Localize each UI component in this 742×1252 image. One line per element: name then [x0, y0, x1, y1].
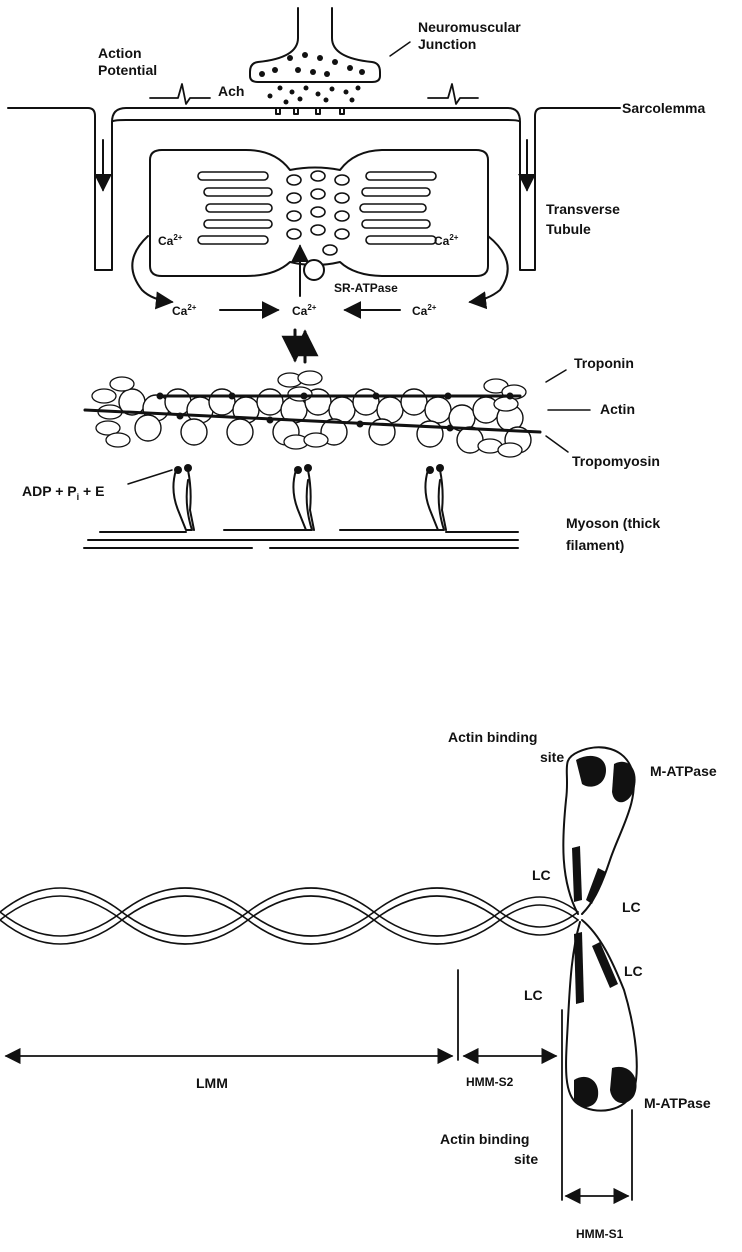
lc-left-bottom-label: LC — [524, 987, 543, 1003]
tropomyosin-label: Tropomyosin — [572, 453, 660, 469]
sr-atpase-label: SR-ATPase — [334, 281, 398, 295]
sarcoplasmic-reticulum — [132, 150, 507, 310]
myosin-head-lower — [566, 920, 637, 1111]
ca-right-label: Ca2+ — [434, 233, 459, 248]
hmm-s2-label: HMM-S2 — [466, 1075, 514, 1089]
m-atpase-top-label: M-ATPase — [650, 763, 717, 779]
lc-left-top-label: LC — [532, 867, 551, 883]
lmm-label: LMM — [196, 1075, 228, 1091]
actin-binding-site-top-label: Actin binding site — [448, 729, 564, 765]
myosin-tail — [0, 888, 578, 944]
actin-label: Actin — [600, 401, 635, 417]
action-potential-wave-left — [150, 84, 210, 104]
sr-atpase-pump — [304, 260, 324, 280]
m-atpase-bottom-label: M-ATPase — [644, 1095, 711, 1111]
myosin-head-2 — [293, 464, 314, 530]
actin-binding-site-bottom-label: Actin binding site — [440, 1131, 538, 1167]
thin-filament — [85, 371, 540, 457]
ec-coupling-diagram: Neuromuscular Junction Action Potential … — [8, 8, 705, 553]
myosin-head-1 — [173, 464, 194, 530]
myosin-thick-filament-label: Myoson (thick filament) — [566, 515, 664, 553]
ach-label: Ach — [218, 83, 244, 99]
sarcolemma-membrane — [8, 108, 620, 270]
myosin-head-upper — [563, 747, 635, 914]
myosin-molecule-diagram: Actin binding site M-ATPase LC LC LC LC … — [0, 729, 717, 1241]
lc-right-top-label: LC — [622, 899, 641, 915]
ca-bottom-center-label: Ca2+ — [292, 303, 317, 318]
ca-bottom-left-label: Ca2+ — [172, 303, 197, 318]
action-potential-wave-right — [428, 84, 478, 104]
neuromuscular-junction-label: Neuromuscular Junction — [418, 19, 525, 52]
hmm-s1-label: HMM-S1 — [576, 1227, 624, 1241]
lc-right-bottom-label: LC — [624, 963, 643, 979]
ca-left-label: Ca2+ — [158, 233, 183, 248]
ca-bottom-right-label: Ca2+ — [412, 303, 437, 318]
myosin-head-3 — [425, 464, 446, 530]
action-potential-label: Action Potential — [98, 45, 157, 78]
troponin-label: Troponin — [574, 355, 634, 371]
nerve-terminal — [250, 8, 380, 114]
equilibrium-arrow — [295, 330, 305, 362]
sarcolemma-label: Sarcolemma — [622, 100, 705, 116]
adp-label: ADP + Pi + E — [22, 483, 104, 502]
transverse-tubule-label: Transverse Tubule — [546, 201, 624, 237]
